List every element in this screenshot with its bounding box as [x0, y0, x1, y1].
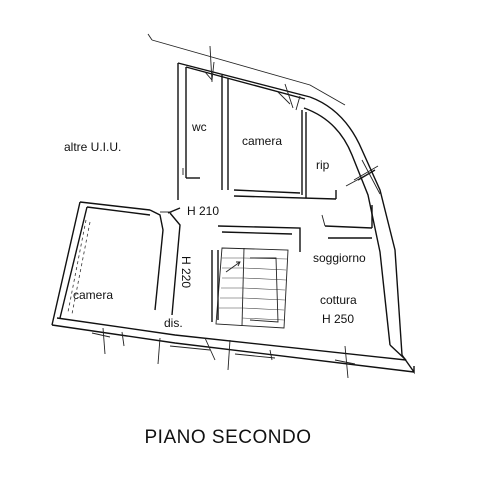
label-camera-top: camera: [242, 134, 282, 148]
label-cottura: cottura: [320, 293, 357, 307]
label-wc: wc: [191, 120, 207, 134]
label-rip: rip: [316, 158, 330, 172]
label-h250: H 250: [322, 312, 354, 326]
label-dis: dis.: [164, 316, 183, 330]
label-camera-left: camera: [73, 288, 113, 302]
interior-walls: [149, 75, 376, 316]
label-soggiorno: soggiorno: [313, 251, 366, 265]
dashed-guides: [67, 219, 91, 315]
label-h210: H 210: [187, 204, 219, 218]
outer-walls: [51, 62, 415, 375]
property-boundary: [147, 33, 346, 106]
label-altre-uiu: altre U.I.U.: [64, 140, 121, 154]
label-h220: H 220: [179, 256, 193, 288]
plan-title: PIANO SECONDO: [145, 427, 312, 448]
staircase: [211, 225, 301, 329]
doors: [160, 168, 326, 227]
windows: [91, 45, 381, 379]
